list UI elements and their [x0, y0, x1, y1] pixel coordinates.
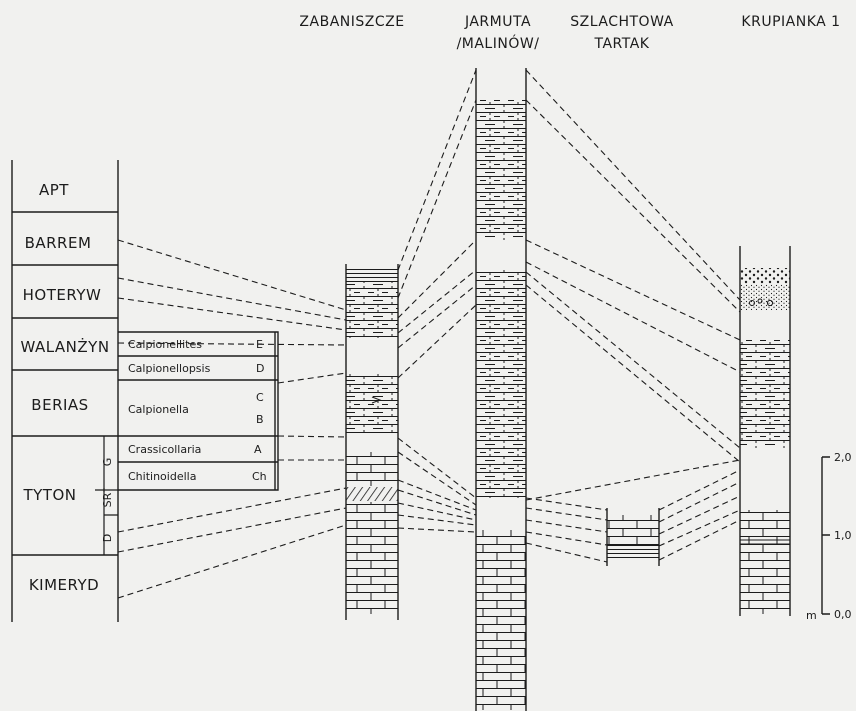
zone-calpionellites: Calpionellites [128, 338, 202, 351]
scale-unit: m [806, 609, 817, 622]
column-zabaniszcze [346, 264, 398, 620]
zone-calpionella: Calpionella [128, 403, 189, 416]
stage-apt: APT [39, 181, 69, 199]
stage-berias: BERIAS [31, 396, 88, 414]
scale-tick-1-0: 1,0 [834, 529, 852, 542]
tyton-subdivision-sr: SR [101, 492, 114, 507]
stratigraphic-table [12, 160, 278, 622]
zone-code-d: D [256, 362, 264, 375]
zone-chitinoidella: Chitinoidella [128, 470, 196, 483]
zone-code-a: A [254, 443, 262, 456]
zone-code-c: C [256, 391, 264, 404]
header-szlachtowa: SZLACHTOWA [570, 14, 673, 30]
tyton-subdivision-g: G [101, 458, 114, 467]
column-jarmuta [476, 68, 526, 711]
header-zabaniszcze: ZABANISZCZE [299, 14, 404, 30]
stage-hoteryw: HOTERYW [23, 286, 102, 304]
header-jarmuta-malinow: /MALINÓW/ [457, 34, 540, 52]
stage-kimeryd: KIMERYD [29, 576, 99, 594]
zone-code-b: B [256, 413, 264, 426]
scale-bar [822, 457, 830, 614]
header-jarmuta: JARMUTA [464, 14, 531, 30]
tyton-subdivision-d: D [101, 534, 114, 542]
column-szlachtowa-tartak [607, 508, 659, 566]
zone-calpionellopsis: Calpionellopsis [128, 362, 211, 375]
column-krupianka [740, 246, 790, 616]
scale-tick-2-0: 2,0 [834, 451, 852, 464]
stage-walanzyn: WALANŻYN [20, 337, 109, 356]
scale-tick-0-0: 0,0 [834, 608, 852, 621]
stage-barrem: BARREM [25, 234, 92, 252]
header-krupianka: KRUPIANKA 1 [741, 14, 840, 30]
zone-crassicollaria: Crassicollaria [128, 443, 201, 456]
zone-code-ch: Ch [252, 470, 267, 483]
stage-tyton: TYTON [22, 486, 76, 504]
header-tartak: TARTAK [594, 36, 650, 52]
